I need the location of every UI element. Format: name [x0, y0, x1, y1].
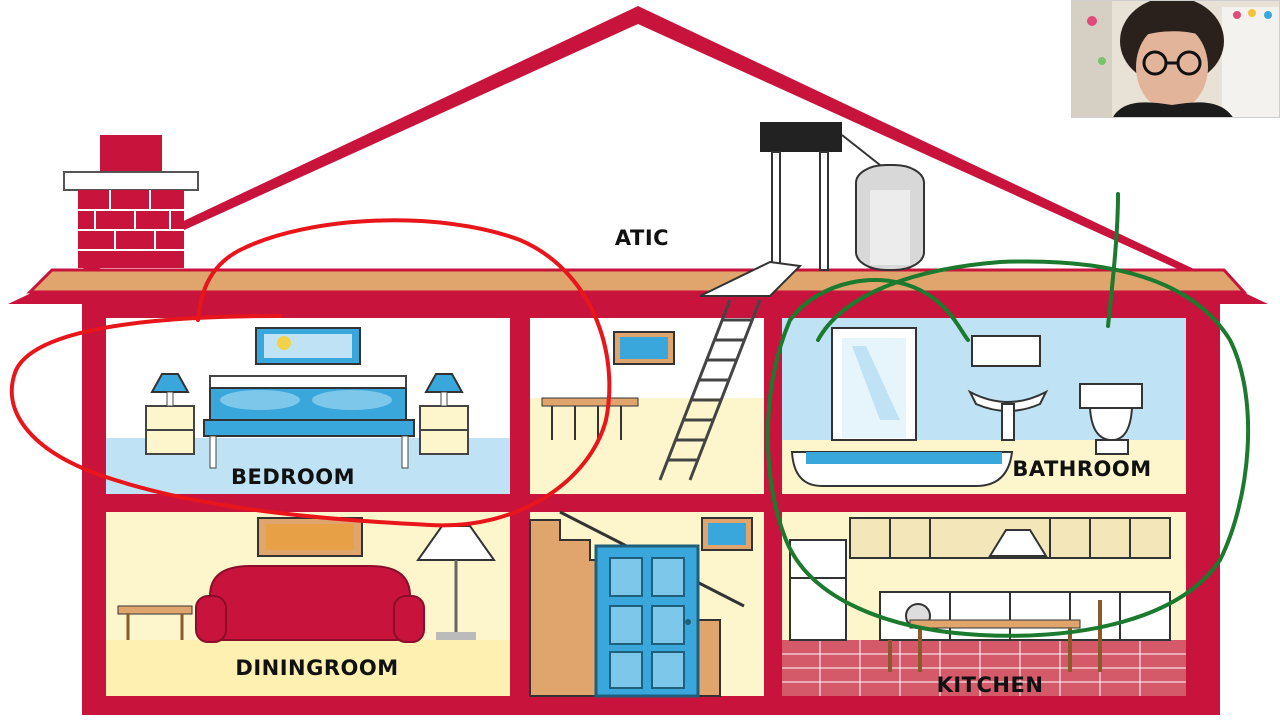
bedroom: BEDROOM — [106, 318, 510, 494]
diningroom: DININGROOM — [106, 512, 510, 696]
red-annotation-circle — [9, 218, 612, 528]
hallway-upper — [530, 299, 764, 494]
attic-label: ATIC — [615, 226, 669, 250]
diningroom-label: DININGROOM — [235, 656, 398, 680]
kitchen: KITCHEN — [782, 512, 1186, 697]
bathroom: BATHROOM — [782, 318, 1186, 494]
bathroom-label: BATHROOM — [1012, 457, 1151, 481]
presenter-webcam — [1071, 0, 1280, 118]
kitchen-label: KITCHEN — [937, 673, 1044, 697]
chimney — [63, 135, 199, 268]
green-annotation-stroke — [1106, 192, 1120, 328]
bedroom-label: BEDROOM — [231, 465, 355, 489]
attic-water-heater — [699, 122, 925, 297]
front-door — [594, 544, 700, 698]
webcam-presenter-icon — [1072, 1, 1279, 117]
entrance — [529, 510, 764, 698]
green-annotation-circle — [765, 259, 1251, 638]
attic-ladder — [658, 299, 762, 481]
